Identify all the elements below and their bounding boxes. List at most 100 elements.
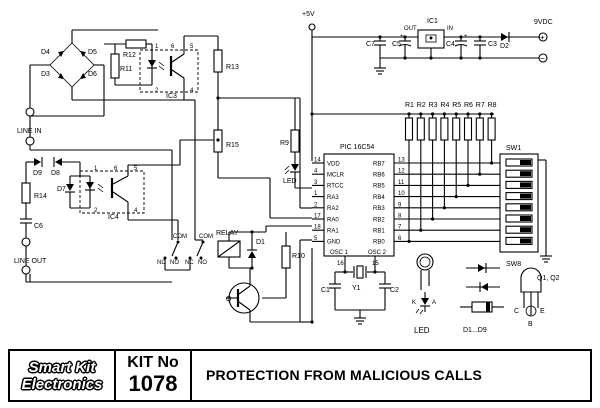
d4-diode <box>58 51 64 57</box>
r1-resistor <box>404 117 414 141</box>
svg-text:4: 4 <box>134 208 138 214</box>
dip-switch-lever-2 <box>520 171 531 177</box>
pic-pin-num-4: 4 <box>314 169 318 175</box>
svg-text:C1: C1 <box>321 287 330 294</box>
svg-text:+: + <box>540 33 545 42</box>
svg-text:D4: D4 <box>41 49 50 56</box>
d6-diode <box>80 73 86 79</box>
svg-text:E: E <box>540 308 545 315</box>
pic-pin-rtcc: RTCC <box>327 184 344 190</box>
svg-text:1: 1 <box>94 166 98 172</box>
pic-pin-num-14: 14 <box>314 158 321 164</box>
d3-diode <box>58 73 64 79</box>
vin-label: 9VDC <box>534 19 553 26</box>
r10-resistor <box>281 245 291 269</box>
pic-pin-gnd: GND <box>327 240 341 246</box>
dip-switch-lever-6 <box>520 216 531 221</box>
r13-resistor <box>213 49 223 73</box>
pic-pin-num-13: 13 <box>398 158 405 164</box>
line-out-label: LINE OUT <box>14 258 47 265</box>
pic-pin-num-12: 12 <box>398 169 405 175</box>
r14-resistor <box>21 182 31 204</box>
svg-text:5: 5 <box>190 44 194 50</box>
ic1-in-label: IN <box>447 26 453 32</box>
pic-pin-mclr: MCLR <box>327 173 345 179</box>
line-out-terminal-1 <box>21 237 31 247</box>
power-supply-section: +5V C7 C5 + IC1 OUT IN C4 + <box>302 11 553 161</box>
d8-diode <box>55 158 62 166</box>
svg-text:6: 6 <box>114 166 118 172</box>
svg-text:NO: NO <box>198 260 207 266</box>
c4-label: C4 <box>446 41 455 48</box>
r4-resistor <box>440 117 449 141</box>
svg-text:16: 16 <box>337 261 344 267</box>
sw8-label: SW8 <box>506 261 521 268</box>
pic-pin-vdd: VDD <box>327 161 340 167</box>
circuit-title: PROTECTION FROM MALICIOUS CALLS <box>206 367 483 383</box>
logo-line-2: Electronics <box>21 375 103 393</box>
line-out-terminal-2 <box>21 265 31 275</box>
svg-text:LED: LED <box>414 326 430 335</box>
d9-diode <box>34 158 41 166</box>
svg-text:D1...D9: D1...D9 <box>463 327 487 334</box>
dip-switch-slot-5 <box>505 203 533 212</box>
pic-pin-rb5: RB5 <box>373 184 385 190</box>
led-indicator <box>291 164 299 171</box>
kit-number: 1078 <box>128 371 178 396</box>
r6-resistor <box>463 117 473 141</box>
pic-pin-rb0: RB0 <box>373 240 385 246</box>
svg-text:R13: R13 <box>226 64 239 71</box>
svg-text:B: B <box>528 321 533 328</box>
dip-switch-lever-7 <box>520 227 531 233</box>
svg-text:1: 1 <box>155 44 159 50</box>
svg-text:C: C <box>514 308 519 315</box>
pic-microcontroller: PIC 16C54 14VDD4MCLR3RTCC1RA32RA217RA018… <box>300 144 500 325</box>
pic-pin-ra2: RA2 <box>327 206 339 212</box>
ic4-section: D9 D8 R14 C6 LINE OUT D7 IC4 1 2 6 5 4 <box>14 139 218 283</box>
svg-text:D1: D1 <box>256 239 265 246</box>
pic-pin-ra1: RA1 <box>327 229 339 235</box>
bridge-section: D4 D5 D3 D6 LINE IN R12 R11 IC3 1 2 6 <box>17 29 219 240</box>
svg-text:NO: NO <box>170 260 179 266</box>
dip-switch-slot-7 <box>505 225 533 234</box>
r2-resistor <box>416 117 425 141</box>
r4-label: R4 <box>440 102 449 109</box>
pic-pin-num-2: 2 <box>314 202 318 208</box>
r3-label: R3 <box>429 102 438 109</box>
ic3-optocoupler <box>139 49 199 93</box>
r5-label: R5 <box>452 102 461 109</box>
pic-pin-num-6: 6 <box>398 236 402 242</box>
svg-text:C6: C6 <box>34 223 43 230</box>
svg-text:5: 5 <box>134 166 138 172</box>
dip-switch-slot-1 <box>505 158 533 167</box>
r2-label: R2 <box>417 102 426 109</box>
pic-pin-rb6: RB6 <box>373 173 385 179</box>
d2-diode <box>501 33 508 41</box>
vin-plus-terminal <box>538 32 548 42</box>
brand-logo: Smart Kit Electronics <box>10 351 116 400</box>
pic-pin-num-9: 9 <box>398 202 402 208</box>
r1-label: R1 <box>405 102 414 109</box>
r8-label: R8 <box>488 102 497 109</box>
kit-number-box: KIT No 1078 <box>116 351 192 400</box>
logo-line-1: Smart Kit <box>28 358 96 376</box>
dip-switch-lever-3 <box>520 182 531 188</box>
dip-switch-slot-2 <box>505 169 533 178</box>
pic-pin-rb3: RB3 <box>373 206 385 212</box>
pic-pin-rb4: RB4 <box>373 195 385 201</box>
svg-text:OSC 2: OSC 2 <box>368 250 387 256</box>
svg-text:COM: COM <box>173 234 187 240</box>
dip-switch-slot-3 <box>505 180 533 189</box>
pic-pin-num-1: 1 <box>314 191 318 197</box>
svg-text:NC: NC <box>157 260 166 266</box>
svg-text:Q: Q <box>226 296 232 303</box>
pic-pin-num-7: 7 <box>398 225 402 231</box>
pic-label: PIC 16C54 <box>340 144 374 151</box>
c7-label: C7 <box>366 41 375 48</box>
relay-contacts: COM COM NC NO NC NO <box>157 234 213 271</box>
svg-text:R12: R12 <box>123 52 136 59</box>
ic3-label: IC3 <box>166 93 177 100</box>
d7-diode <box>66 184 74 191</box>
c3-label: C3 <box>488 41 497 48</box>
line-in-terminal-2 <box>25 136 35 146</box>
